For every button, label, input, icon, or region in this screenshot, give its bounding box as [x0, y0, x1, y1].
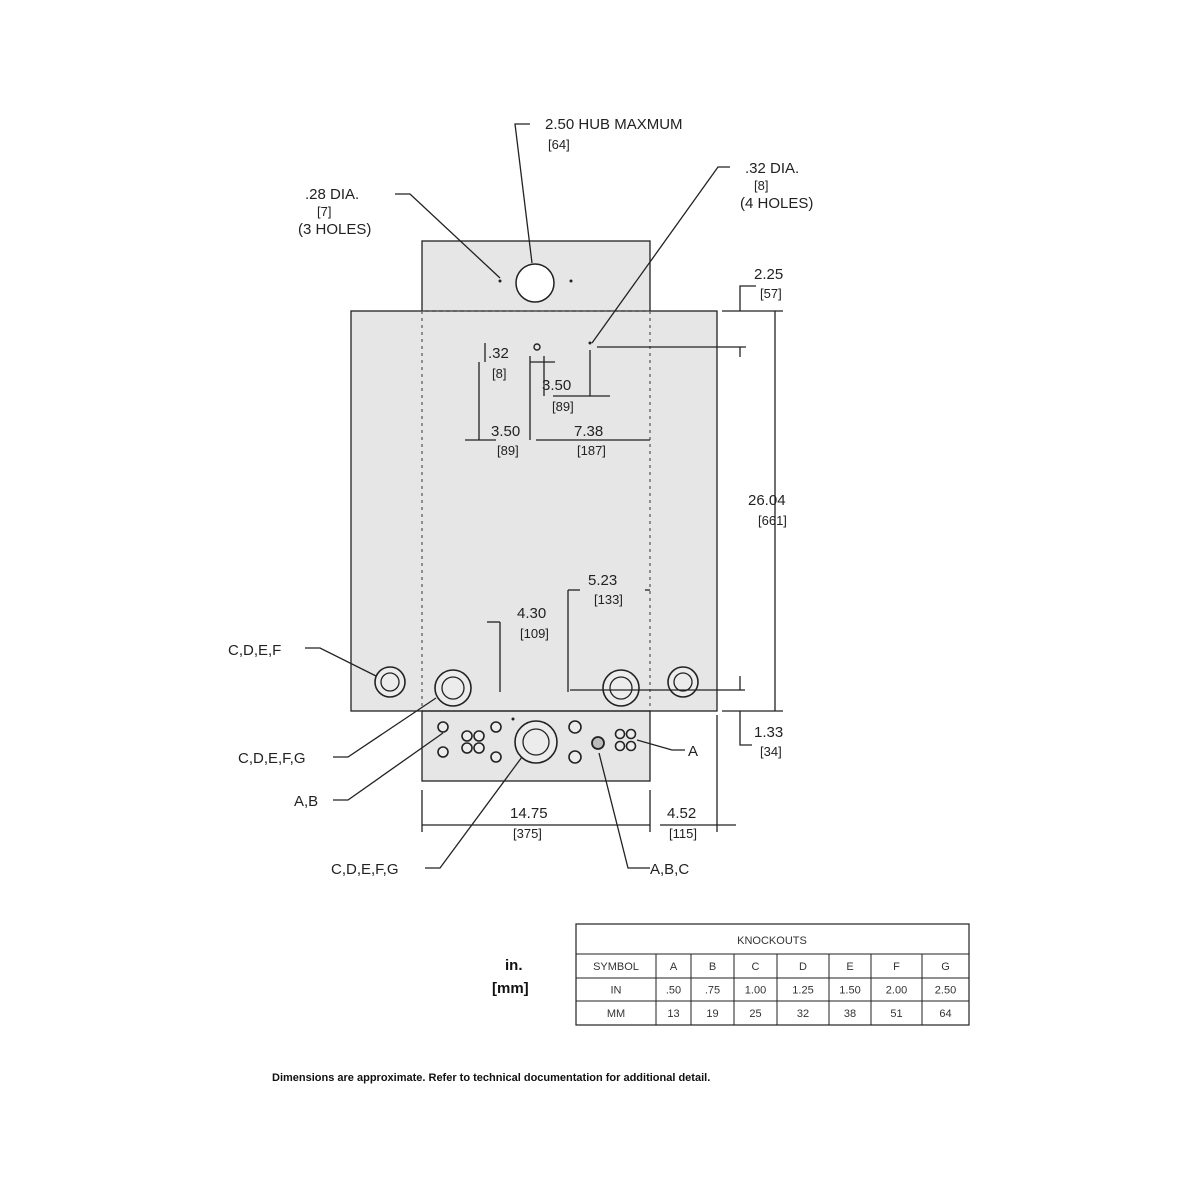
- dim-label: 3.50: [542, 377, 571, 394]
- knockouts-table-cell: 1.25: [792, 985, 813, 997]
- mounting-hole: [569, 279, 573, 283]
- enclosure-outline: [350, 240, 718, 782]
- knockouts-table-cell: 51: [890, 1008, 902, 1020]
- dim-label: 1.33: [754, 724, 783, 741]
- mounting-hole: [533, 343, 541, 351]
- knockout-callout: C,D,E,F: [228, 642, 281, 659]
- dim-label: 5.23: [588, 572, 617, 589]
- knockouts-table-header-cell: B: [709, 961, 716, 973]
- knockout-small-group-right: [568, 720, 637, 764]
- dim-label-mm: [57]: [760, 286, 782, 301]
- right-hole-count: (4 HOLES): [740, 195, 813, 212]
- knockout-small-group-left: [437, 721, 502, 763]
- knockout-large: [602, 669, 640, 707]
- knockouts-table-header-cell: G: [941, 961, 950, 973]
- dim-label: 7.38: [574, 423, 603, 440]
- knockouts-table-cell: 25: [749, 1008, 761, 1020]
- knockouts-table-header-cell: E: [846, 961, 853, 973]
- dim-label-mm: [8]: [492, 366, 506, 381]
- knockout-callout: C,D,E,F,G: [238, 750, 306, 767]
- dim-label-mm: [133]: [594, 592, 623, 607]
- knockouts-table-cell: .50: [666, 985, 681, 997]
- knockouts-table-header-cell: C: [752, 961, 760, 973]
- dimension-lines: [421, 285, 783, 832]
- dim-label-mm: [109]: [520, 626, 549, 641]
- dim-label: 2.25: [754, 266, 783, 283]
- dim-label-mm: [89]: [497, 443, 519, 458]
- left-hole-count: (3 HOLES): [298, 221, 371, 238]
- dim-label-mm: [89]: [552, 399, 574, 414]
- dim-label-mm: [661]: [758, 513, 787, 528]
- knockouts-table-cell: 38: [844, 1008, 856, 1020]
- hub-callout-mm: [64]: [548, 137, 570, 152]
- knockouts-table-cell: MM: [607, 1008, 625, 1020]
- knockouts-table-cell: 13: [667, 1008, 679, 1020]
- knockouts-table-header-cell: SYMBOL: [593, 961, 639, 973]
- knockouts-table-cell: 64: [939, 1008, 951, 1020]
- knockout-bottom-main: [514, 720, 558, 764]
- dim-label-mm: [187]: [577, 443, 606, 458]
- dim-label: 14.75: [510, 805, 548, 822]
- knockout-callout: A,B,C: [650, 861, 689, 878]
- knockout-callout: A: [688, 743, 698, 760]
- knockouts-table-cell: 32: [797, 1008, 809, 1020]
- dim-label-mm: [115]: [669, 826, 697, 841]
- knockouts-table-cell: .75: [705, 985, 720, 997]
- knockouts-table-cell: 19: [706, 1008, 718, 1020]
- knockouts-table-header-cell: A: [670, 961, 678, 973]
- dimensions-footnote: Dimensions are approximate. Refer to tec…: [272, 1072, 710, 1084]
- knockouts-table-cell: 2.00: [886, 985, 907, 997]
- knockouts-table: KNOCKOUTS SYMBOL A B C D E F G IN .50 .75 1.00 1.25 1…: [575, 923, 970, 1026]
- mounting-hole: [511, 717, 515, 721]
- knockouts-table-header-cell: D: [799, 961, 807, 973]
- left-hole-callout: .28 DIA.: [305, 186, 359, 203]
- leader-lines: [305, 123, 730, 869]
- knockouts-table-cell: 2.50: [935, 985, 956, 997]
- knockout-large: [374, 666, 406, 698]
- left-hole-callout-mm: [7]: [317, 204, 331, 219]
- hub-callout: 2.50 HUB MAXMUM: [545, 116, 683, 133]
- knockouts-table-cell: 1.50: [839, 985, 860, 997]
- dim-label: 26.04: [748, 492, 786, 509]
- knockout-large: [434, 669, 472, 707]
- mounting-hole: [588, 341, 592, 345]
- knockouts-table-cell: 1.00: [745, 985, 766, 997]
- mounting-hole: [498, 279, 502, 283]
- dim-label-mm: [34]: [760, 744, 782, 759]
- knockouts-table-header-cell: F: [893, 961, 900, 973]
- right-hole-callout: .32 DIA.: [745, 160, 799, 177]
- knockouts-table-title: KNOCKOUTS: [737, 935, 807, 947]
- dim-label: 3.50: [491, 423, 520, 440]
- knockout-callout: C,D,E,F,G: [331, 861, 399, 878]
- dim-label: .32: [488, 345, 509, 362]
- units-mm: [mm]: [492, 980, 529, 997]
- knockout-callout: A,B: [294, 793, 318, 810]
- dim-label: 4.30: [517, 605, 546, 622]
- units-inches: in.: [505, 957, 523, 974]
- dim-label: 4.52: [667, 805, 696, 822]
- hub-opening: [515, 263, 555, 303]
- dim-label-mm: [375]: [513, 826, 542, 841]
- knockout-large: [667, 666, 699, 698]
- right-hole-callout-mm: [8]: [754, 178, 768, 193]
- knockouts-table-cell: IN: [611, 985, 622, 997]
